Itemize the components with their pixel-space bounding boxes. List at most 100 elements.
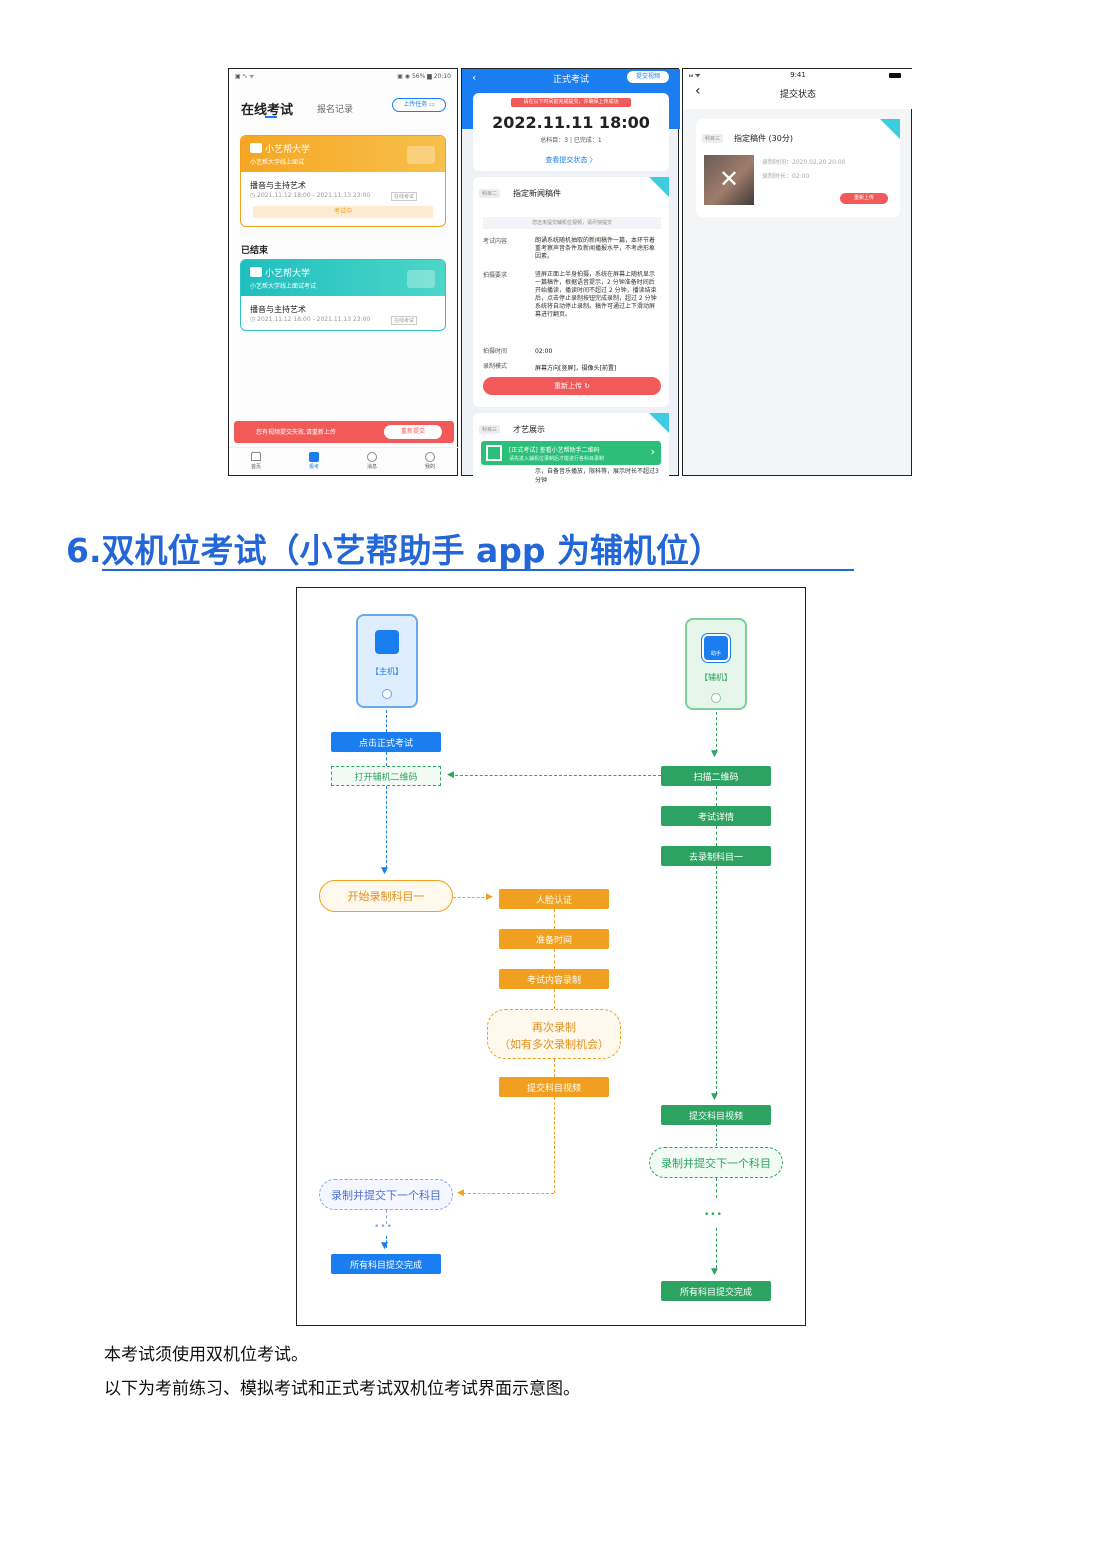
nav-signup[interactable]: 报考 [309,464,320,470]
exam-time: ◷ 2021.11.12 18:00 - 2021.11.13 23:00 [250,192,371,199]
school-logo-icon [250,143,262,153]
nav-me[interactable]: 我的 [425,464,436,470]
content-text: 朗诵系统随机抽取的新闻稿件一篇，本环节着重考察声音条件及新闻播报水平，不考虑形象… [535,237,656,261]
nav-home[interactable]: 首页 [251,464,262,470]
arrow-left-icon: ◀ [457,1188,464,1198]
all-done-aux-step: 所有科目提交完成 [661,1281,771,1301]
rerecord-label: 再次录制 [532,1021,576,1034]
flow-line [386,1210,387,1224]
flow-line [716,786,717,806]
arrow-right-icon: ▶ [486,892,493,902]
arrow-down-icon: ▼ [711,1267,718,1277]
flow-line [386,786,387,868]
home-icon[interactable] [251,452,261,461]
aux-phone: 助手 【辅机】 [685,618,747,710]
prep-time-step: 准备时间 [499,929,609,949]
profile-icon[interactable] [425,452,435,462]
message-icon[interactable] [367,452,377,462]
flow-line [716,1124,717,1146]
banner-text: 您有视频提交失败,请重新上传 [256,429,336,436]
assistant-app-icon: 助手 [702,634,730,662]
flow-line [554,909,555,929]
exam-card-active[interactable]: 小艺帮大学 小艺帮大学线上面试 播音与主持艺术 ◷ 2021.11.12 18:… [240,135,446,227]
card-header [241,136,445,172]
scan-qr-step: 扫描二维码 [661,766,771,786]
submit-video-main-step: 提交科目视频 [499,1077,609,1097]
video-thumbnail[interactable]: ✕ [704,155,754,205]
battery-icon [889,73,901,78]
tab-signup-records[interactable]: 报名记录 [317,105,354,115]
school-name: 小艺帮大学 [265,145,311,155]
flow-line [386,1236,387,1248]
upload-failed-banner: 您有视频提交失败,请重新上传 重新提交 [234,421,454,443]
duration-value: 02:00 [535,348,553,355]
section-heading: 6.双机位考试（小艺帮助手 app 为辅机位） [66,531,722,570]
screenshot-formal-exam: ‹ 正式考试 提交视频 请在以下时间前完成提交，并确保上传成功 2022.11.… [461,68,680,484]
flow-line [386,710,387,732]
face-verify-step: 人脸认证 [499,889,609,909]
all-done-main-step: 所有科目提交完成 [331,1254,441,1274]
duration-label: 拍摄时间 [483,348,508,355]
flow-line [455,775,661,776]
start-record-subject1-step: 开始录制科目一 [319,880,453,912]
reupload-button[interactable]: 重新上传 ↻ [483,377,661,395]
flow-line [716,1178,717,1198]
resubmit-button[interactable]: 重新提交 [384,425,442,439]
subject2-card: 科目二 指定新闻稿件 您还未提交辅机位视频，请尽快提交 考试内容 朗诵系统随机抽… [473,177,669,407]
qr-code-icon [486,445,502,461]
subject-title: 指定新闻稿件 [513,189,561,198]
subject-title: 指定稿件 (30分) [734,134,793,143]
back-icon[interactable]: ‹ [472,71,477,84]
upload-task-button[interactable]: 上传任务 ▭ [392,98,446,112]
assistant-icon-text: 助手 [710,651,721,657]
tab-underline [265,116,277,118]
status-bar-right: ▣ ◉ 56% ▆ 20:10 [397,73,451,80]
flow-line [386,752,387,766]
corner-badge [649,413,669,433]
record-duration: 录制时长：02:00 [762,173,810,180]
nav-messages[interactable]: 消息 [367,464,378,470]
rerecord-step: 再次录制 （如有多次录制机会） [487,1009,621,1059]
subject-tag: 科目三 [479,425,501,434]
flowchart: 【主机】 助手 【辅机】 ▼ ▼ ▼ ▼ ▼ ◀ ▶ ◀ 点击正式考试 打开辅机… [296,587,806,1326]
bottom-nav: 首页 报考 消息 我的 [229,447,459,477]
mode-label: 录制模式 [483,363,508,370]
exam-tag: 在线考试 [391,192,418,201]
heading-underline [102,569,854,571]
home-button-icon [711,693,721,703]
flow-line [554,1059,555,1077]
home-button-icon [382,689,392,699]
flow-line [453,897,489,898]
submit-video-button[interactable]: 提交视频 [627,71,669,83]
page-title: 提交状态 [779,90,816,100]
paragraph-1: 本考试须使用双机位考试。 [104,1345,308,1365]
submission-card: 科目三 指定稿件 (30分) ✕ 录制时间：2020.02.20 20:00 录… [696,119,900,217]
major-name: 播音与主持艺术 [250,181,306,190]
qr-banner[interactable]: [正式考试] 查看小艺帮助手二维码 请先进入辅机位录制后才能进行各科目录制 › [481,441,661,465]
arrow-down-icon: ▼ [381,866,388,876]
signup-icon[interactable] [309,452,319,462]
rerecord-note: （如有多次录制机会） [499,1038,609,1051]
back-icon[interactable]: ‹ [695,83,701,99]
view-submit-status-link[interactable]: 查看提交状态 〉 [545,156,597,164]
mode-value: 屏幕方向[竖屏]，摄像头[前置] [535,365,617,372]
exam-subtitle: 小艺帮大学线上面试考试 [250,283,317,290]
deadline-notice: 请在以下时间前完成提交，并确保上传成功 [511,98,631,107]
play-icon [407,270,435,288]
major-name: 播音与主持艺术 [250,305,306,314]
arrow-left-icon: ◀ [447,770,454,780]
record-next-subject-main-step: 录制并提交下一个科目 [319,1179,453,1210]
arrow-down-icon: ▼ [711,749,718,759]
truncated-text: 示，自备音乐播放，限科等，展示时长不超过3分钟 [535,468,659,484]
ended-section-label: 已结束 [241,246,269,256]
school-name: 小艺帮大学 [265,269,311,279]
content-label: 考试内容 [483,238,508,245]
xiaoyibang-app-icon [375,630,399,654]
status-in-exam: 考试中 [253,206,433,218]
flow-line [716,1228,717,1268]
card-header [241,260,445,296]
clock: 9:41 [790,71,806,79]
main-phone: 【主机】 [356,614,418,708]
exam-card-ended[interactable]: 小艺帮大学 小艺帮大学线上面试考试 播音与主持艺术 ◷ 2021.11.12 1… [240,259,446,331]
reupload-button[interactable]: 重新上传 [840,193,888,204]
